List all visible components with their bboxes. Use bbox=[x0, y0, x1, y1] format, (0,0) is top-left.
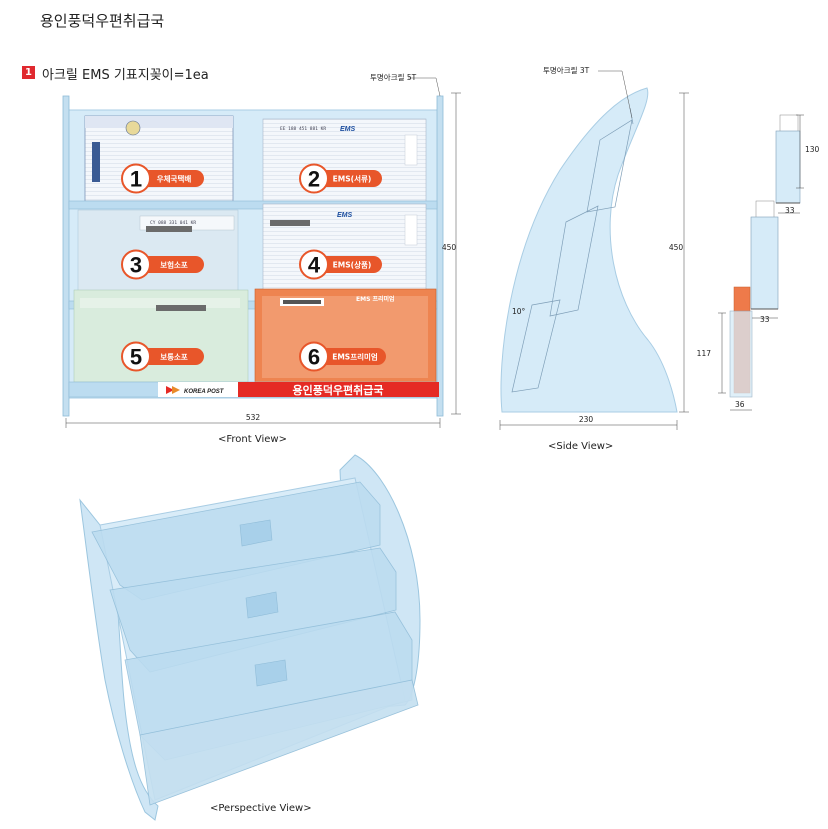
perspective-view-caption: <Perspective View> bbox=[210, 803, 312, 814]
slot-label-4: EMS(상품) bbox=[333, 260, 372, 270]
persp-divider-bottom bbox=[254, 659, 288, 687]
section-number-badge: 1 bbox=[22, 66, 35, 79]
slot-label-2: EMS(서류) bbox=[333, 174, 372, 184]
form-3-tracking: CY 088 331 041 KR bbox=[150, 220, 196, 226]
persp-pocket-top bbox=[91, 481, 381, 601]
front-width-dimension bbox=[65, 418, 441, 428]
side-height-label: 450 bbox=[669, 243, 684, 252]
side-width-label: 230 bbox=[579, 415, 594, 424]
branch-banner-text: 용인풍덕우편취급국 bbox=[292, 383, 383, 397]
front-material-leader bbox=[408, 77, 441, 97]
side-view-caption: <Side View> bbox=[548, 441, 614, 452]
front-shelf-2 bbox=[68, 300, 438, 310]
form-sheet-2: EE 188 451 881 KR EMS bbox=[262, 118, 427, 202]
side-angle-label: 10° bbox=[512, 307, 526, 316]
form-4-ems-mark: EMS bbox=[337, 212, 353, 219]
slot-badge-4: 4 EMS(상품) bbox=[299, 249, 382, 280]
detail-upper-pocket bbox=[775, 130, 801, 204]
page-title: 용인풍덕우편취급국 bbox=[40, 12, 165, 30]
detail-view-drawing: 130 33 33 117 36 bbox=[697, 114, 820, 411]
persp-left-panel bbox=[79, 498, 159, 821]
side-material-note: 투명아크릴 3T bbox=[543, 65, 590, 75]
side-panel bbox=[500, 87, 678, 413]
section-title: 아크릴 EMS 기표지꽂이=1ea bbox=[42, 68, 209, 83]
persp-divider-top bbox=[239, 519, 273, 547]
side-width-dimension bbox=[499, 420, 678, 430]
front-shelf-1 bbox=[68, 200, 438, 210]
front-height-dimension bbox=[451, 92, 461, 415]
slot-number-6: 6 bbox=[308, 345, 320, 370]
perspective-view-drawing bbox=[79, 454, 421, 821]
form-6-ems-premium-mark: EMS 프리미엄 bbox=[356, 295, 395, 303]
front-left-post bbox=[62, 95, 70, 417]
form-sheet-6: EMS 프리미엄 bbox=[254, 288, 437, 385]
korea-post-logo: KOREA POST bbox=[166, 386, 225, 395]
slot-badge-3: 3 보험소포 bbox=[121, 249, 204, 280]
persp-divider-middle bbox=[245, 591, 279, 619]
slot-number-5: 5 bbox=[130, 345, 142, 370]
slot-number-1: 1 bbox=[130, 167, 142, 192]
front-view-caption: <Front View> bbox=[218, 434, 287, 445]
slot-label-3: 보험소포 bbox=[160, 260, 188, 270]
slot-badge-5: 5 보통소포 bbox=[121, 341, 204, 372]
form-sheet-1 bbox=[84, 115, 234, 202]
slot-badge-2: 2 EMS(서류) bbox=[299, 163, 382, 194]
side-shelf-sections bbox=[511, 107, 634, 393]
slot-number-4: 4 bbox=[308, 253, 321, 278]
form-sheet-3: CY 088 331 041 KR bbox=[77, 209, 239, 301]
form-sheet-4: EMS bbox=[262, 203, 427, 295]
detail-lower-pocket bbox=[729, 310, 753, 398]
slot-number-3: 3 bbox=[130, 253, 142, 278]
front-material-note: 투명아크릴 5T bbox=[370, 72, 417, 82]
front-view-drawing: EE 188 451 881 KR EMS CY 088 331 041 KR … bbox=[62, 72, 461, 428]
slot-badge-6: 6 EMS프리미엄 bbox=[299, 341, 386, 372]
detail-dim-33-lower: 33 bbox=[760, 315, 770, 324]
detail-middle-pocket bbox=[750, 216, 779, 310]
slot-label-1: 우체국택배 bbox=[157, 174, 192, 184]
front-height-label: 450 bbox=[442, 243, 457, 252]
front-right-post bbox=[436, 95, 444, 417]
side-view-drawing: 투명아크릴 3T 10° 450 230 bbox=[499, 65, 689, 430]
slot-number-2: 2 bbox=[308, 167, 320, 192]
detail-dim-117: 117 bbox=[697, 349, 712, 358]
detail-dimension-lines bbox=[718, 114, 804, 411]
form-sheet-5 bbox=[73, 289, 249, 383]
slot-label-6: EMS프리미엄 bbox=[332, 352, 378, 362]
side-height-dimension bbox=[679, 92, 689, 413]
branch-banner bbox=[238, 382, 439, 397]
detail-dim-36: 36 bbox=[735, 400, 745, 409]
slot-badge-1: 1 우체국택배 bbox=[121, 163, 204, 194]
korea-post-logo-text: KOREA POST bbox=[184, 389, 225, 395]
form-2-ems-mark: EMS bbox=[340, 126, 356, 133]
persp-base-tray bbox=[139, 679, 419, 806]
detail-dim-130: 130 bbox=[805, 145, 820, 154]
front-width-label: 532 bbox=[246, 413, 261, 422]
side-material-leader bbox=[598, 70, 633, 119]
form-2-tracking: EE 188 451 881 KR bbox=[280, 126, 326, 132]
detail-dim-33-upper: 33 bbox=[785, 206, 795, 215]
slot-label-5: 보통소포 bbox=[160, 353, 188, 362]
